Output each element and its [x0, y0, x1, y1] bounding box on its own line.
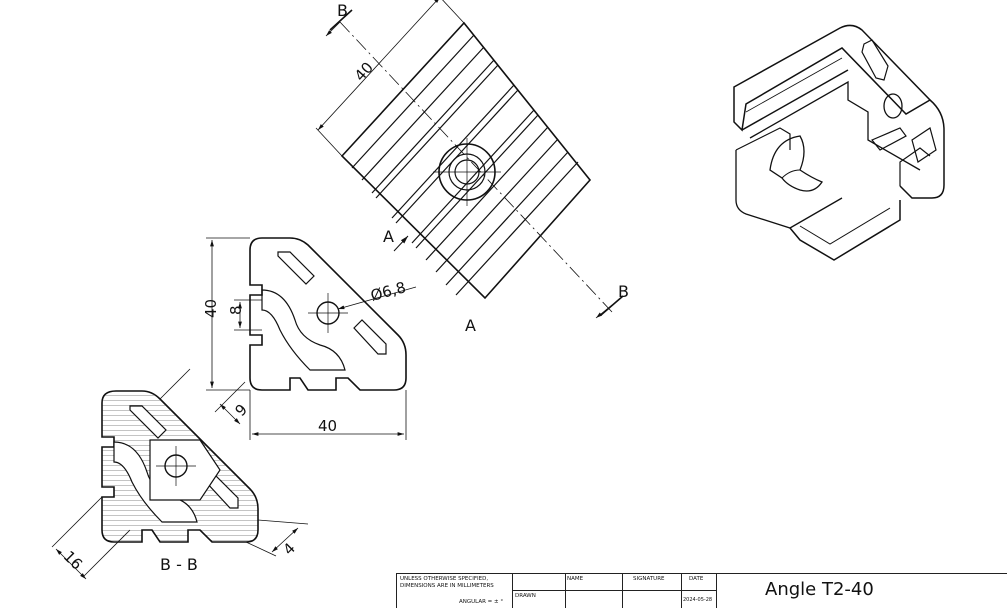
top-view	[340, 21, 592, 300]
section-thickness-value: 4	[280, 539, 299, 558]
section-wall-value: 9	[232, 400, 251, 419]
front-width-dimension	[249, 390, 407, 440]
section-leg-value: 16	[60, 547, 86, 573]
section-label: B - B	[160, 555, 198, 574]
view-arrow-a	[393, 235, 409, 252]
section-line-bb	[325, 9, 624, 319]
row-drawn-label: DRAWN	[515, 593, 536, 599]
col-name-header: NAME	[567, 576, 584, 582]
view-arrow-a-label: A	[383, 227, 394, 246]
section-view-bb	[101, 390, 259, 543]
section-wall-dimension	[159, 368, 246, 425]
section-thickness-dimension	[245, 519, 309, 557]
divider	[681, 574, 682, 608]
front-height-dimension	[206, 237, 250, 391]
tolerance-note-line1: UNLESS OTHERWISE SPECIFIED,	[400, 576, 489, 582]
front-height-value: 40	[202, 299, 220, 318]
front-width-value: 40	[318, 417, 337, 435]
divider	[565, 574, 566, 608]
cut-label-top: B	[337, 1, 348, 20]
top-width-value: 40	[351, 59, 377, 85]
drawn-date: 2024-05-28	[683, 597, 713, 603]
divider	[622, 574, 623, 608]
cut-label-bottom: B	[618, 282, 629, 301]
isometric-view	[733, 24, 945, 261]
divider	[512, 574, 513, 608]
part-name: Angle T2-40	[765, 579, 874, 600]
slot-width-dimension	[234, 299, 262, 331]
tolerance-note-line2: DIMENSIONS ARE IN MILLIMETERS	[400, 583, 494, 589]
view-a-label: A	[465, 316, 476, 335]
col-signature-header: SIGNATURE	[633, 576, 665, 582]
angular-tolerance: ANGULAR = ± °	[459, 599, 504, 605]
section-centerlines	[156, 446, 196, 486]
divider	[716, 574, 717, 608]
slot-width-value: 8	[227, 305, 245, 315]
section-leg-dimension	[51, 496, 131, 580]
front-view-centerlines	[308, 293, 348, 333]
title-block: UNLESS OTHERWISE SPECIFIED, DIMENSIONS A…	[396, 573, 1007, 608]
hole-diameter-value: Ø6,8	[369, 278, 408, 305]
top-width-dimension	[315, 0, 465, 157]
col-date-header: DATE	[689, 576, 704, 582]
divider	[512, 590, 716, 591]
hole-diameter-leader	[337, 286, 417, 310]
